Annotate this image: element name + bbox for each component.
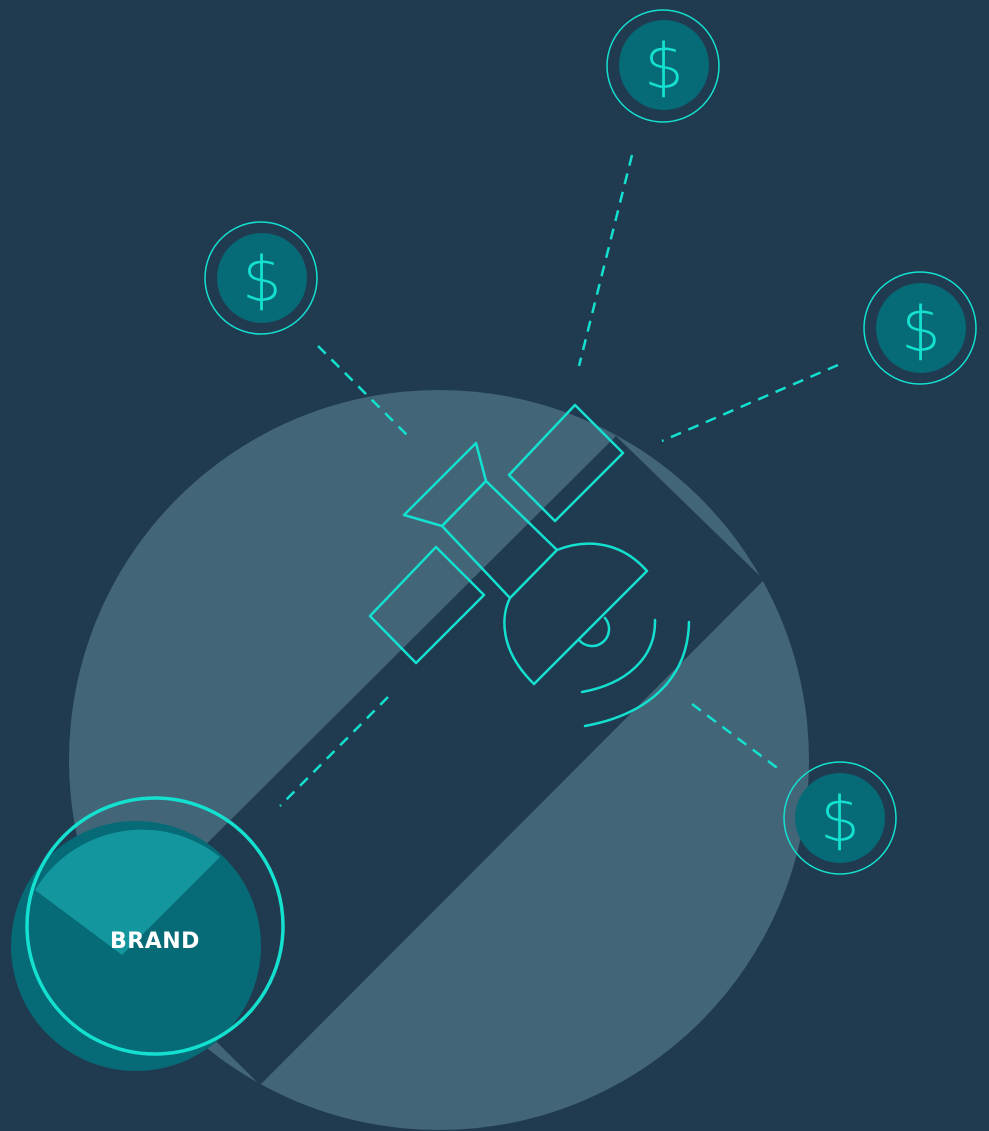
coin-top: $ bbox=[607, 10, 719, 122]
dollar-icon: $ bbox=[901, 293, 940, 366]
dollar-icon: $ bbox=[644, 30, 683, 103]
coin-bottom-right: $ bbox=[784, 762, 896, 874]
coin-left: $ bbox=[205, 222, 317, 334]
dollar-icon: $ bbox=[242, 243, 281, 316]
brand-label: BRAND bbox=[110, 929, 200, 954]
dollar-icon: $ bbox=[820, 783, 859, 856]
coin-right: $ bbox=[864, 272, 976, 384]
